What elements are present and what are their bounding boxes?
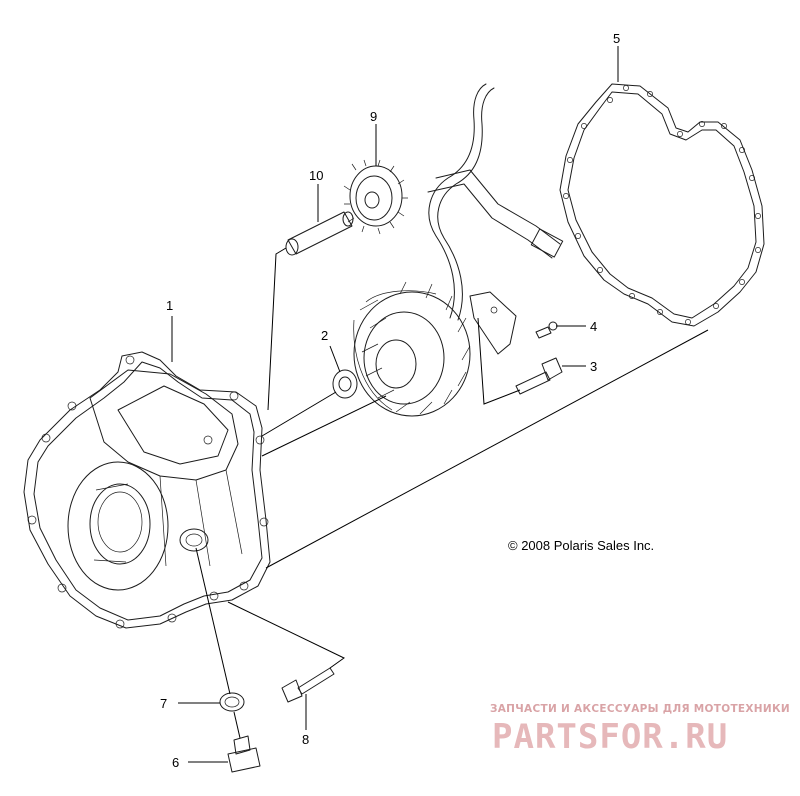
bolt-part-3 [515,357,563,395]
callout-10: 10 [309,168,323,183]
axis-shaft [267,247,287,411]
callout-7: 7 [160,696,167,711]
leader-2 [329,345,341,373]
callout-9: 9 [370,109,377,124]
axis-bolt-3 [477,317,521,405]
drain-plug-part-6 [227,735,261,773]
axis-bearing [261,391,337,437]
watermark: ЗАПЧАСТИ И АКСЕССУАРЫ ДЛЯ МОТОТЕХНИКИ PA… [490,703,790,757]
screw-part-4 [535,321,558,339]
bearing-part-2 [332,369,358,399]
callout-8: 8 [302,732,309,747]
gasket-part-5 [559,83,765,327]
axis-plug-lower [233,711,241,739]
axis-stator [261,395,387,457]
stator-and-harness [353,83,564,417]
callout-1: 1 [166,298,173,313]
leader-lines [171,46,709,763]
idler-shaft-part-10 [285,211,354,256]
copyright-notice: © 2008 Polaris Sales Inc. [508,538,654,553]
callout-4: 4 [590,319,597,334]
callout-2: 2 [321,328,328,343]
bolt-part-8 [281,667,335,703]
callout-labels: 1 2 3 4 5 6 7 8 9 10 [160,31,620,770]
axis-bolt-8 [227,601,345,669]
callout-5: 5 [613,31,620,46]
starter-gear-part-9 [343,159,408,235]
watermark-logo: PARTSFOR.RU [492,717,728,757]
o-ring-part-7 [219,692,245,712]
callout-3: 3 [590,359,597,374]
watermark-tagline: ЗАПЧАСТИ И АКСЕССУАРЫ ДЛЯ МОТОТЕХНИКИ [490,703,790,715]
callout-6: 6 [172,755,179,770]
stator-cover-part-1 [23,351,271,629]
axis-gasket [265,329,709,569]
axis-plug [195,547,231,695]
